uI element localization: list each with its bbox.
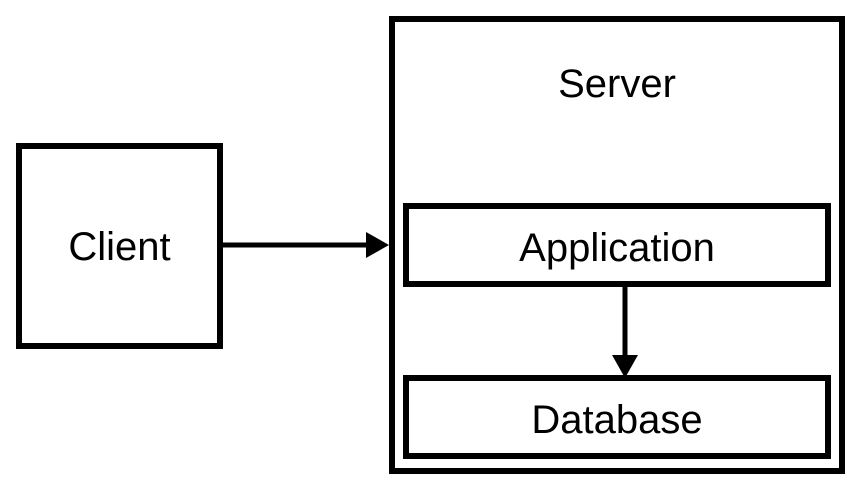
application-label: Application [519, 226, 715, 270]
client-to-application-arrow [223, 232, 389, 258]
client-box [16, 143, 223, 349]
client-label: Client [68, 225, 171, 269]
database-box [403, 375, 831, 459]
application-box [403, 203, 831, 287]
server-label: Server [558, 62, 676, 106]
database-label: Database [531, 398, 703, 442]
